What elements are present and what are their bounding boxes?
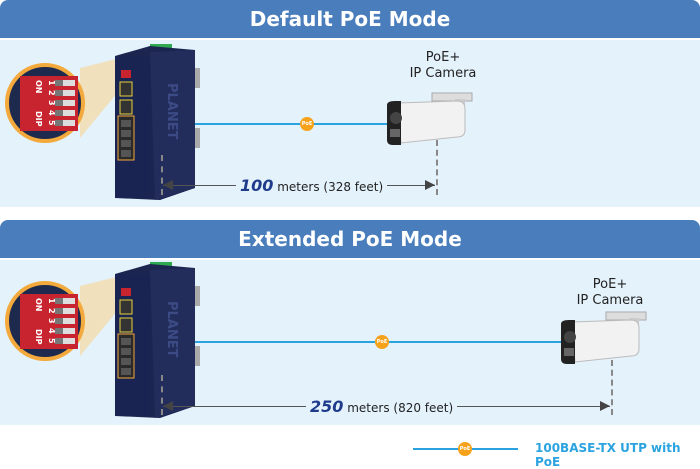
switch-brand-logo: PLANET [164, 301, 179, 358]
switch-with-dip-switch-illustration: 1 2 3 4 5 ON DIP PLANET [5, 261, 201, 419]
switch-with-dip-switch-illustration: 1 2 3 4 5 ON DIP PLANET [5, 43, 201, 201]
dip-label: DIP [34, 329, 43, 345]
dip-number-2: 2 [47, 308, 56, 314]
dip-switch-zoom-icon [5, 54, 130, 143]
distance-text: meters (820 feet) [347, 401, 454, 415]
poe-badge: PoE [375, 335, 389, 349]
dip-number-3: 3 [47, 318, 56, 324]
arrow-left-icon [163, 401, 173, 411]
dip-number-3: 3 [47, 100, 56, 106]
switch-brand-logo: PLANET [164, 83, 179, 140]
camera-label-line-2: IP Camera [576, 293, 644, 308]
dip-number-4: 4 [47, 110, 56, 116]
distance-text: meters (328 feet) [277, 180, 384, 194]
camera-label: PoE+IP Camera [550, 277, 670, 309]
camera-label-line-1: PoE+ [592, 277, 628, 292]
dip-number-2: 2 [47, 90, 56, 96]
distance-value: 250 [310, 397, 344, 416]
utp-cable-line [195, 123, 390, 125]
legend-text: 100BASE-TX UTP with PoE [535, 441, 681, 469]
dip-number-5: 5 [47, 338, 56, 344]
dimension-tick-left [161, 155, 163, 195]
dip-number-1: 1 [47, 298, 56, 304]
arrow-right-icon [600, 401, 610, 411]
ip-camera-icon [561, 311, 647, 365]
legend-poe-badge: PoE [458, 442, 472, 456]
distance-label: 100 meters (328 feet) [236, 176, 388, 195]
dimension-tick-right [611, 360, 613, 415]
ip-camera-icon [387, 92, 473, 146]
dimension-tick-left [161, 375, 163, 415]
default-poe-mode-header: Default PoE Mode [0, 0, 700, 38]
dip-on-label: ON [34, 80, 43, 94]
dimension-tick-right [436, 140, 438, 195]
poe-badge: PoE [300, 117, 314, 131]
dip-number-1: 1 [47, 80, 56, 86]
dip-number-4: 4 [47, 328, 56, 334]
arrow-left-icon [163, 180, 173, 190]
dip-switch-zoom-icon [5, 272, 130, 361]
arrow-right-icon [425, 180, 435, 190]
extended-poe-mode-header: Extended PoE Mode [0, 220, 700, 258]
industrial-switch-icon [114, 43, 201, 201]
camera-label-line-1: PoE+ [425, 50, 461, 65]
dip-number-5: 5 [47, 120, 56, 126]
distance-value: 100 [240, 176, 274, 195]
dip-on-label: ON [34, 298, 43, 312]
camera-label: PoE+IP Camera [383, 50, 503, 82]
industrial-switch-icon [114, 261, 201, 419]
dip-label: DIP [34, 111, 43, 127]
camera-label-line-2: IP Camera [409, 66, 477, 81]
distance-label: 250 meters (820 feet) [306, 397, 458, 416]
